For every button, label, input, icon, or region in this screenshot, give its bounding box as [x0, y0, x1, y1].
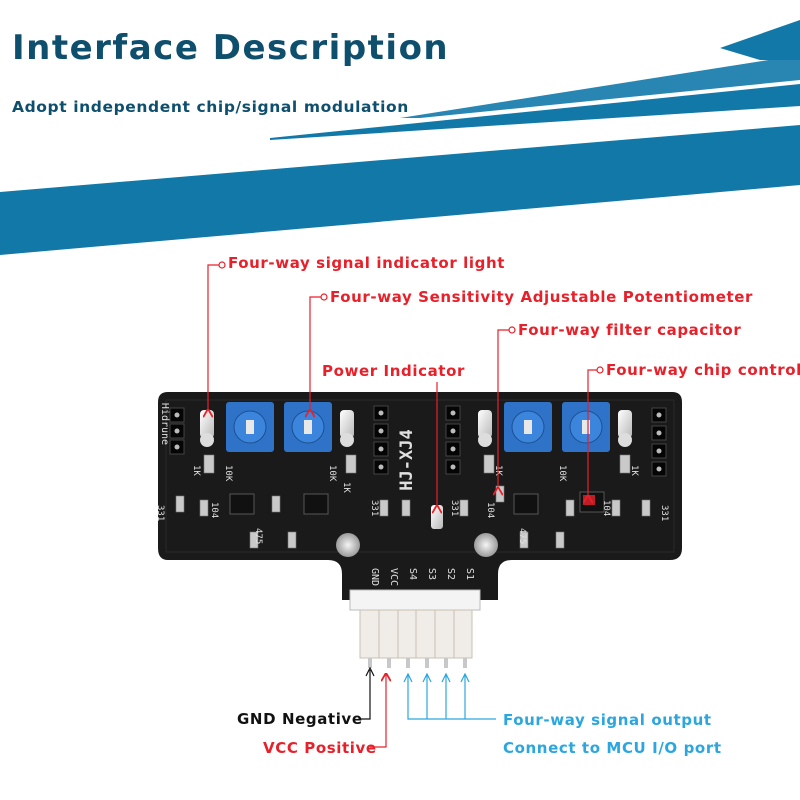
led-indicator-2	[340, 410, 354, 447]
label-331-c: 331	[449, 500, 459, 516]
callout-potentiometer: Four-way Sensitivity Adjustable Potentio…	[330, 288, 754, 306]
label-1k-b: 1K	[341, 482, 351, 493]
pin-connector	[349, 589, 481, 668]
pin-label-s3: S3	[426, 568, 437, 580]
board-model-label: HJ-XJ4	[397, 429, 417, 490]
pin-label-vcc: VCC	[388, 568, 399, 586]
label-104-b: 104	[485, 502, 495, 518]
callout-power-indicator: Power Indicator	[322, 362, 465, 380]
callout-leaders	[208, 264, 600, 748]
label-10k-b: 10K	[327, 465, 337, 482]
gnd-leader	[360, 666, 375, 720]
potentiometer-2	[284, 402, 332, 452]
smd-components	[175, 454, 651, 549]
label-475-b: 475	[517, 528, 527, 544]
mounting-hole-left	[336, 533, 360, 557]
pin-label-s4: S4	[407, 568, 418, 580]
potentiometer-1	[226, 402, 274, 452]
label-1k-d: 1K	[629, 465, 639, 476]
potentiometer-3	[504, 402, 552, 452]
led-indicator-3	[478, 410, 492, 447]
label-331-d: 331	[659, 505, 669, 521]
legend-gnd: GND Negative	[237, 710, 363, 728]
callout-filter-capacitor: Four-way filter capacitor	[518, 321, 742, 339]
pin-label-s2: S2	[445, 568, 456, 580]
label-475-a: 475	[253, 528, 263, 544]
callout-dots	[218, 261, 604, 374]
legend-mcu-port: Connect to MCU I/O port	[503, 739, 722, 757]
led-indicator-4	[618, 410, 632, 447]
callout-chip-control: Four-way chip control	[606, 361, 800, 379]
pin-label-gnd: GND	[369, 568, 380, 586]
chip-control-ic	[583, 495, 595, 505]
pin-label-s1: S1	[464, 568, 475, 580]
label-10k-a: 10K	[223, 465, 233, 482]
legend-vcc: VCC Positive	[263, 739, 377, 757]
label-104-a: 104	[209, 502, 219, 518]
legend-signal-output: Four-way signal output	[503, 711, 712, 729]
signal-leaders	[403, 672, 496, 720]
label-331-a: 331	[155, 505, 165, 521]
power-indicator-led	[431, 505, 443, 529]
callout-signal-light: Four-way signal indicator light	[228, 254, 506, 272]
label-331-b: 331	[369, 500, 379, 516]
label-104-c: 104	[601, 500, 611, 516]
page-title: Interface Description	[12, 28, 450, 68]
potentiometer-4	[562, 402, 610, 452]
board-brand-label: Hidrune	[159, 403, 170, 445]
mounting-hole-right	[474, 533, 498, 557]
led-indicator-1	[200, 410, 214, 447]
header-banner	[0, 20, 800, 255]
label-1k-a: 1K	[191, 465, 201, 476]
page-subtitle: Adopt independent chip/signal modulation	[12, 98, 409, 116]
label-10k-c: 10K	[557, 465, 567, 482]
